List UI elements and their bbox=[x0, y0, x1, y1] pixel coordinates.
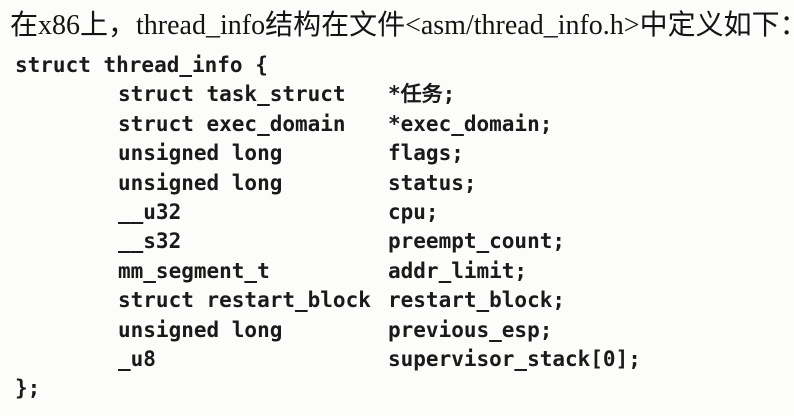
member-type: struct restart_block bbox=[118, 288, 371, 313]
member-name: *exec_domain; bbox=[388, 111, 553, 136]
code-block: struct thread_info { struct task_struct *… bbox=[0, 51, 794, 404]
struct-member-row: unsigned long previous_esp; bbox=[0, 316, 794, 345]
member-name: flags; bbox=[388, 141, 464, 166]
member-type: __s32 bbox=[118, 229, 182, 254]
member-type: struct exec_domain bbox=[118, 111, 346, 136]
intro-text: 在x86上，thread_info结构在文件<asm/thread_info.h… bbox=[10, 10, 794, 41]
member-type: unsigned long bbox=[118, 317, 283, 342]
struct-member-row: _u8 supervisor_stack[0]; bbox=[0, 345, 794, 374]
struct-member-row: __s32 preempt_count; bbox=[0, 227, 794, 256]
struct-member-row: struct exec_domain *exec_domain; bbox=[0, 110, 794, 139]
struct-member-row: mm_segment_t addr_limit; bbox=[0, 257, 794, 286]
struct-member-row: struct task_struct *任务; bbox=[0, 80, 794, 109]
struct-open-line: struct thread_info { bbox=[15, 53, 268, 77]
member-type: unsigned long bbox=[118, 141, 283, 166]
member-name: status; bbox=[388, 170, 477, 195]
struct-close-line: }; bbox=[15, 376, 41, 401]
struct-member-row: unsigned long status; bbox=[0, 169, 794, 198]
member-name: restart_block; bbox=[388, 288, 566, 313]
member-name: supervisor_stack[0]; bbox=[388, 346, 641, 371]
struct-member-row: unsigned long flags; bbox=[0, 139, 794, 168]
member-name: *任务; bbox=[388, 82, 456, 107]
member-name: previous_esp; bbox=[388, 317, 553, 342]
struct-member-row: struct restart_block restart_block; bbox=[0, 286, 794, 315]
member-type: _u8 bbox=[118, 346, 156, 371]
member-type: unsigned long bbox=[118, 170, 283, 195]
member-type: __u32 bbox=[118, 199, 182, 224]
member-name: preempt_count; bbox=[388, 229, 566, 254]
member-name: cpu; bbox=[388, 199, 439, 224]
member-name: addr_limit; bbox=[388, 258, 528, 283]
member-type: mm_segment_t bbox=[118, 258, 270, 283]
member-type: struct task_struct bbox=[118, 82, 346, 107]
struct-member-row: __u32 cpu; bbox=[0, 198, 794, 227]
